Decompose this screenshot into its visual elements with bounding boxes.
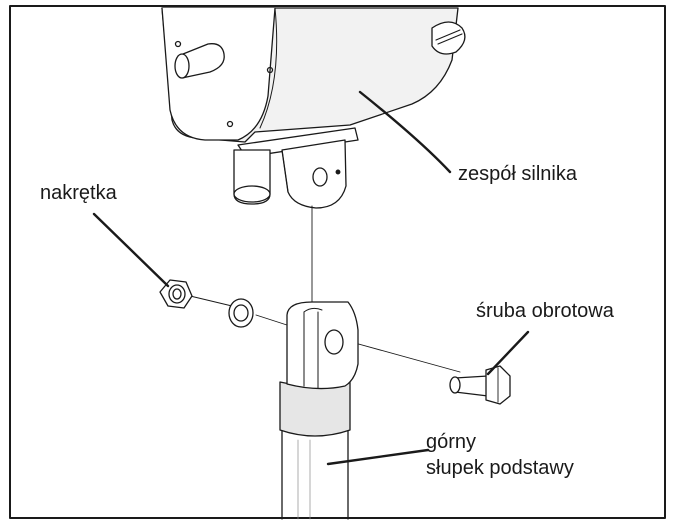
label-pivot-bolt: śruba obrotowa [476,300,614,322]
motor-front-rim [259,7,278,129]
diagram-border [9,5,666,519]
washer [228,298,254,328]
leader-bolt [486,330,530,376]
clevis-hole [312,167,328,187]
motor-shaft-end [174,53,190,79]
motor-front-plate [161,7,276,141]
post-clevis-hole [324,329,344,355]
post-tube [281,429,349,520]
motor-assembly [161,7,466,209]
front-screw-hole [174,40,182,48]
leader-lines [92,90,530,466]
motor-knob [431,21,466,55]
leader-post [326,448,430,466]
upper-post [279,301,359,520]
pivot-bolt [449,365,511,405]
alignment-lines [185,205,461,373]
label-nut: nakrętka [40,182,117,204]
post-clevis [286,301,359,390]
label-motor-assembly: zespół silnika [458,163,577,185]
leader-nut [92,212,170,288]
post-collar [279,381,351,437]
label-upper-post-line1: górny [426,431,477,453]
leader-motor [358,90,452,174]
motor-shaft [177,43,225,79]
label-upper-post-line2: słupek podstawy [426,457,574,479]
front-screw-hole [266,66,274,74]
front-screw-hole [226,120,234,128]
